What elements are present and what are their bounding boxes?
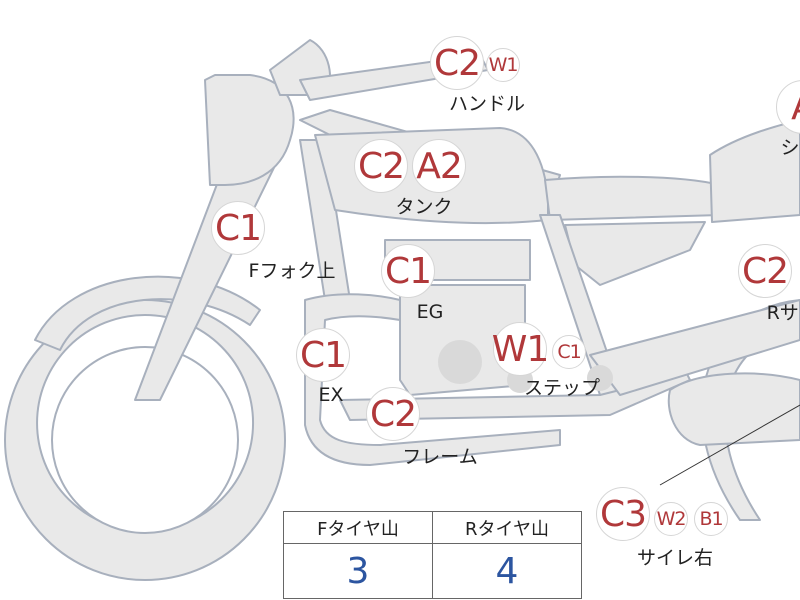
rear-suspension-label: Rサス	[766, 302, 800, 324]
tire-table-value-row: 3 4	[283, 543, 582, 599]
tire-table-header-row: Fタイヤ山 Rタイヤ山	[283, 511, 582, 544]
exhaust-label: EX	[318, 384, 344, 406]
tail	[709, 119, 800, 223]
handle-label: ハンドル	[448, 93, 526, 115]
muffler-right-code-1: C3	[596, 487, 650, 541]
step-code-2: C1	[552, 335, 586, 369]
engine-label: EG	[416, 301, 444, 323]
frame-code-1: C2	[366, 387, 420, 441]
step-peg-right	[587, 365, 613, 391]
headlight	[204, 74, 295, 186]
step-label: ステップ	[523, 377, 601, 399]
tank-code-1: C2	[354, 139, 408, 193]
fork-upper-code-1: C1	[211, 201, 265, 255]
engine-code-1: C1	[381, 244, 435, 298]
fork-upper-label: Fフォク上	[248, 260, 336, 282]
engine-cover	[438, 340, 482, 384]
seat-label: シ	[780, 137, 800, 159]
exhaust-code-1: C1	[296, 328, 350, 382]
rear-tire-value: 4	[432, 543, 582, 599]
front-tire-header: Fタイヤ山	[283, 511, 433, 544]
exhaust-pipe	[304, 293, 561, 466]
side-cover	[564, 221, 706, 286]
leader-line	[659, 404, 800, 486]
muffler-right-label: サイレ右	[636, 547, 714, 569]
tire-tread-table: Fタイヤ山 Rタイヤ山 3 4	[283, 511, 582, 599]
silencer	[667, 372, 800, 446]
handle-code-1: C2	[430, 36, 484, 90]
frame-label: フレーム	[402, 446, 478, 468]
front-tire-value: 3	[283, 543, 433, 599]
front-wheel-inner	[51, 346, 239, 534]
muffler-right-code-2: W2	[654, 502, 688, 536]
tank-label: タンク	[395, 196, 453, 218]
rear-tire-header: Rタイヤ山	[432, 511, 582, 544]
step-code-1: W1	[492, 322, 549, 376]
seat	[544, 175, 721, 221]
rear-suspension-code-1: C2	[738, 244, 792, 298]
muffler-right-code-3: B1	[694, 502, 728, 536]
tank-code-2: A2	[412, 139, 466, 193]
handle-code-2: W1	[486, 48, 520, 82]
